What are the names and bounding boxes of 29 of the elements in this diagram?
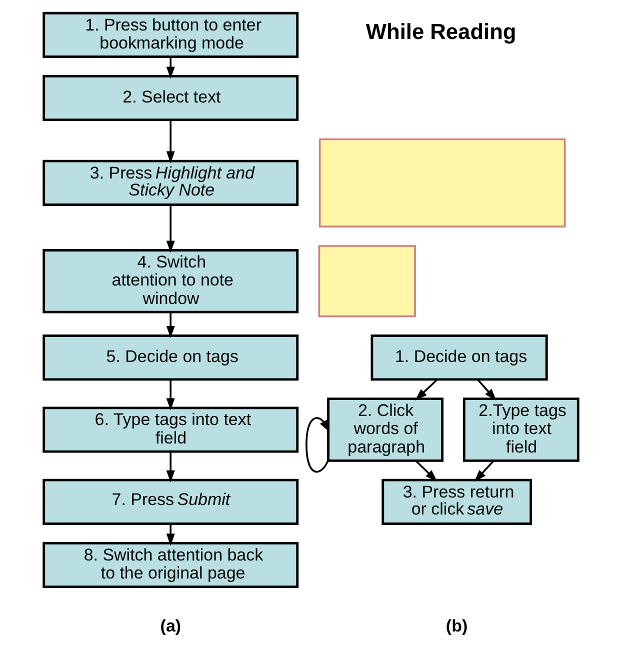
arrow: [415, 460, 438, 482]
label: While Reading: [366, 19, 516, 44]
node-box: 2. Select text: [42, 74, 299, 122]
arrow: [477, 379, 496, 401]
arrow: [306, 417, 330, 473]
node-box: 8. Switch attention back to the original page: [42, 542, 299, 588]
arrow: [166, 452, 175, 483]
arrow: [166, 120, 175, 164]
node-box: 3. Press Highlight and Sticky Note: [42, 160, 299, 206]
node-box: 4. Switch attention to note window: [42, 249, 299, 314]
arrow: [166, 380, 175, 410]
arrow: [415, 379, 438, 400]
node-box: 2. Click words of paragraph: [327, 398, 444, 462]
node-box: 1. Decide on tags: [370, 334, 548, 381]
arrow: [474, 460, 494, 482]
label: (b): [446, 616, 468, 636]
node-box: [318, 138, 566, 228]
node-box: 7. Press Submit: [42, 478, 299, 525]
node-box: 3. Press return or click save: [382, 478, 532, 525]
node-box: 1. Press button to enter bookmarking mode: [42, 12, 299, 58]
node-box: 6. Type tags into text field: [42, 406, 299, 453]
arrow: [166, 57, 175, 79]
arrow: [166, 524, 175, 546]
node-box: 2.Type tags into text field: [462, 398, 580, 462]
arrow: [166, 204, 175, 253]
node-box: [318, 245, 416, 318]
node-box: 5. Decide on tags: [42, 334, 299, 381]
arrow: [166, 312, 175, 338]
label: (a): [160, 616, 182, 636]
